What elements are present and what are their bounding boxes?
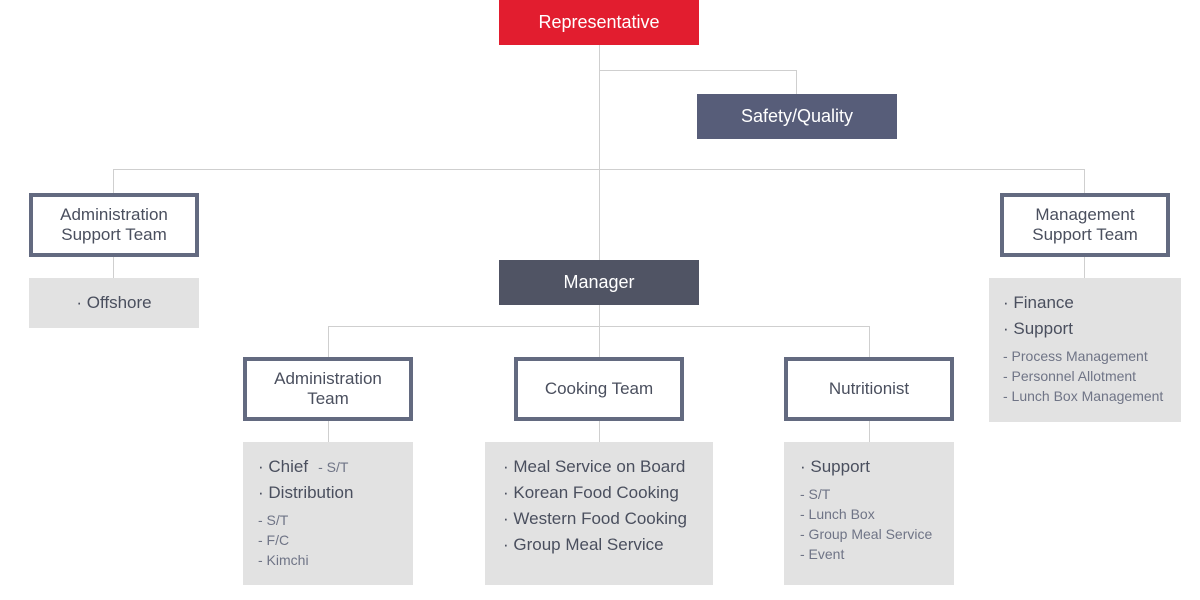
process-management-subitem: - Process Management — [1003, 348, 1148, 364]
connector-left-v — [113, 169, 114, 193]
cooking-team-title: Cooking Team — [544, 379, 654, 398]
connector-admin-panel — [328, 421, 329, 442]
nutritionist-panel: · Support - S/T - Lunch Box - Group Meal… — [784, 442, 954, 585]
group-meal-service-item: · Group Meal Service — [503, 535, 664, 554]
admin-support-title-line2: Support Team — [61, 225, 167, 244]
nutri-event-subitem: - Event — [800, 546, 845, 562]
cooking-team-node: Cooking Team — [514, 357, 684, 421]
chief-label: · Chief — [258, 457, 309, 476]
nutritionist-title: Nutritionist — [828, 379, 910, 398]
connector-left-panel — [113, 257, 114, 278]
connector-safety-v — [796, 70, 797, 94]
nutritionist-node: Nutritionist — [784, 357, 954, 421]
administration-team-node: Administration Team — [243, 357, 413, 421]
chief-sub-label: - S/T — [318, 459, 349, 475]
administration-support-panel: · Offshore — [29, 278, 199, 328]
representative-node: Representative — [499, 0, 699, 45]
administration-support-team-node: Administration Support Team — [29, 193, 199, 257]
kimchi-subitem: - Kimchi — [258, 552, 309, 568]
chief-item: · Chief - S/T — [258, 454, 413, 480]
st-subitem: - S/T — [258, 512, 289, 528]
connector-right-v — [1084, 169, 1085, 193]
korean-food-cooking-item: · Korean Food Cooking — [503, 483, 679, 502]
management-support-panel: · Finance · Support - Process Management… — [989, 278, 1181, 422]
manager-node: Manager — [499, 260, 699, 305]
cooking-team-panel: · Meal Service on Board · Korean Food Co… — [485, 442, 713, 585]
admin-support-title-line1: Administration — [60, 205, 168, 224]
distribution-item: · Distribution — [258, 483, 354, 502]
lunch-box-management-subitem: - Lunch Box Management — [1003, 388, 1164, 404]
connector-nutri-panel — [869, 421, 870, 442]
safety-quality-label: Safety/Quality — [740, 106, 854, 126]
connector-mid-h — [328, 326, 870, 327]
admin-team-title-line2: Team — [307, 389, 349, 408]
connector-cooking-panel — [599, 421, 600, 442]
connector-safety-h — [599, 70, 797, 71]
finance-item: · Finance — [1003, 293, 1074, 312]
safety-quality-node: Safety/Quality — [697, 94, 897, 139]
mgmt-support-title-line1: Management — [1035, 205, 1135, 224]
connector-admin-v — [328, 326, 329, 357]
connector-right-panel — [1084, 257, 1085, 278]
offshore-item: · Offshore — [76, 293, 152, 312]
manager-label: Manager — [563, 272, 635, 292]
management-support-team-node: Management Support Team — [1000, 193, 1170, 257]
mgmt-support-title-line2: Support Team — [1032, 225, 1138, 244]
connector-manager-down — [599, 305, 600, 357]
connector-rep-down — [599, 45, 600, 260]
representative-label: Representative — [538, 12, 660, 32]
connector-top-h — [113, 169, 1085, 170]
connector-nutri-v — [869, 326, 870, 357]
administration-team-panel: · Chief- S/T · Distribution - S/T - F/C … — [243, 442, 413, 585]
meal-service-on-board-item: · Meal Service on Board — [503, 457, 686, 476]
personnel-allotment-subitem: - Personnel Allotment — [1003, 368, 1137, 384]
admin-team-title-line1: Administration — [274, 369, 382, 388]
nutri-group-meal-subitem: - Group Meal Service — [800, 526, 933, 542]
nutri-st-subitem: - S/T — [800, 486, 831, 502]
support-item: · Support — [1003, 319, 1073, 338]
fc-subitem: - F/C — [258, 532, 290, 548]
western-food-cooking-item: · Western Food Cooking — [503, 509, 687, 528]
nutri-lunch-box-subitem: - Lunch Box — [800, 506, 875, 522]
support-item-nutritionist: · Support — [800, 457, 870, 476]
